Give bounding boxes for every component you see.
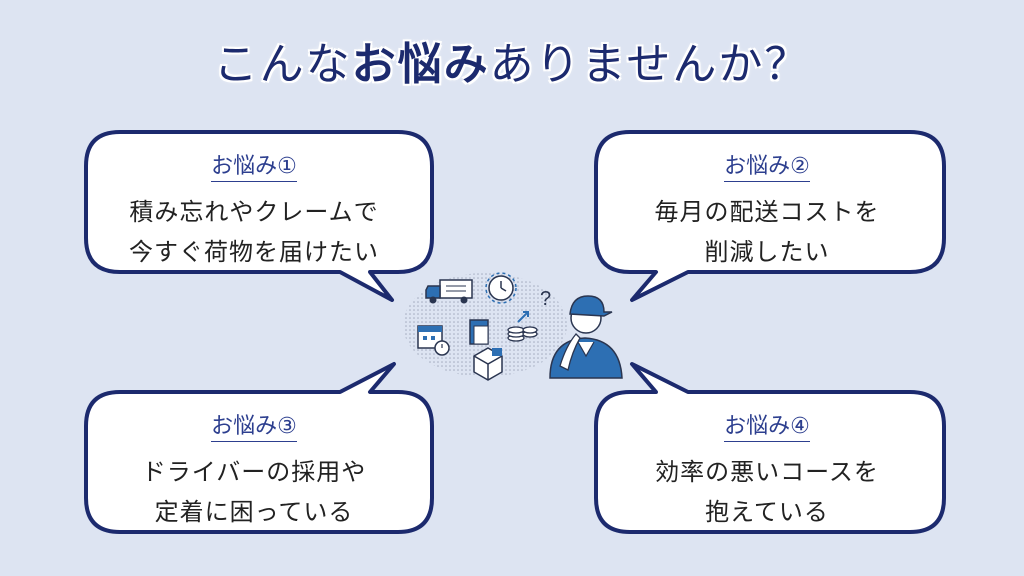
- document-icon: [469, 319, 489, 345]
- concern-label: お悩み④: [724, 408, 810, 442]
- speech-bubble-2: [594, 130, 946, 302]
- speech-bubble-3: [84, 362, 434, 534]
- concern-text-line: 削減したい: [704, 238, 830, 266]
- concern-text-line: 定着に困っている: [154, 498, 354, 526]
- question-mark-icon: ?: [540, 288, 551, 310]
- concern-label: お悩み②: [724, 148, 810, 182]
- concern-3: お悩み③ ドライバーの採用や 定着に困っている: [88, 408, 420, 532]
- title-emphasis: お悩み: [351, 39, 490, 90]
- concern-1: お悩み① 積み忘れやクレームで 今すぐ荷物を届けたい: [88, 148, 420, 272]
- concern-2: お悩み② 毎月の配送コストを 削減したい: [600, 148, 934, 272]
- title-suffix: ありませんか？: [489, 39, 811, 90]
- concern-text-line: ドライバーの採用や: [141, 458, 367, 486]
- speech-bubble-4: [594, 362, 946, 534]
- concern-label: お悩み③: [211, 408, 297, 442]
- concern-text-line: 毎月の配送コストを: [654, 198, 880, 226]
- concern-text-line: 効率の悪いコースを: [655, 458, 879, 486]
- concern-label: お悩み①: [211, 148, 297, 182]
- clock-icon: [485, 272, 517, 304]
- worried-person-icon: [549, 295, 623, 379]
- box-icon: [473, 347, 503, 381]
- coins-icon: [507, 311, 538, 342]
- concern-text-line: 今すぐ荷物を届けたい: [129, 238, 379, 266]
- page-title: こんなお悩みありませんか？: [0, 28, 1024, 92]
- speech-bubble-1: [84, 130, 434, 302]
- concern-4: お悩み④ 効率の悪いコースを 抱えている: [600, 408, 934, 532]
- concern-text-line: 抱えている: [705, 498, 829, 526]
- calendar-icon: [417, 325, 450, 356]
- truck-icon: [425, 279, 473, 304]
- title-prefix: こんな: [213, 39, 352, 90]
- illustration: ?: [403, 272, 623, 381]
- concern-text-line: 積み忘れやクレームで: [129, 198, 379, 226]
